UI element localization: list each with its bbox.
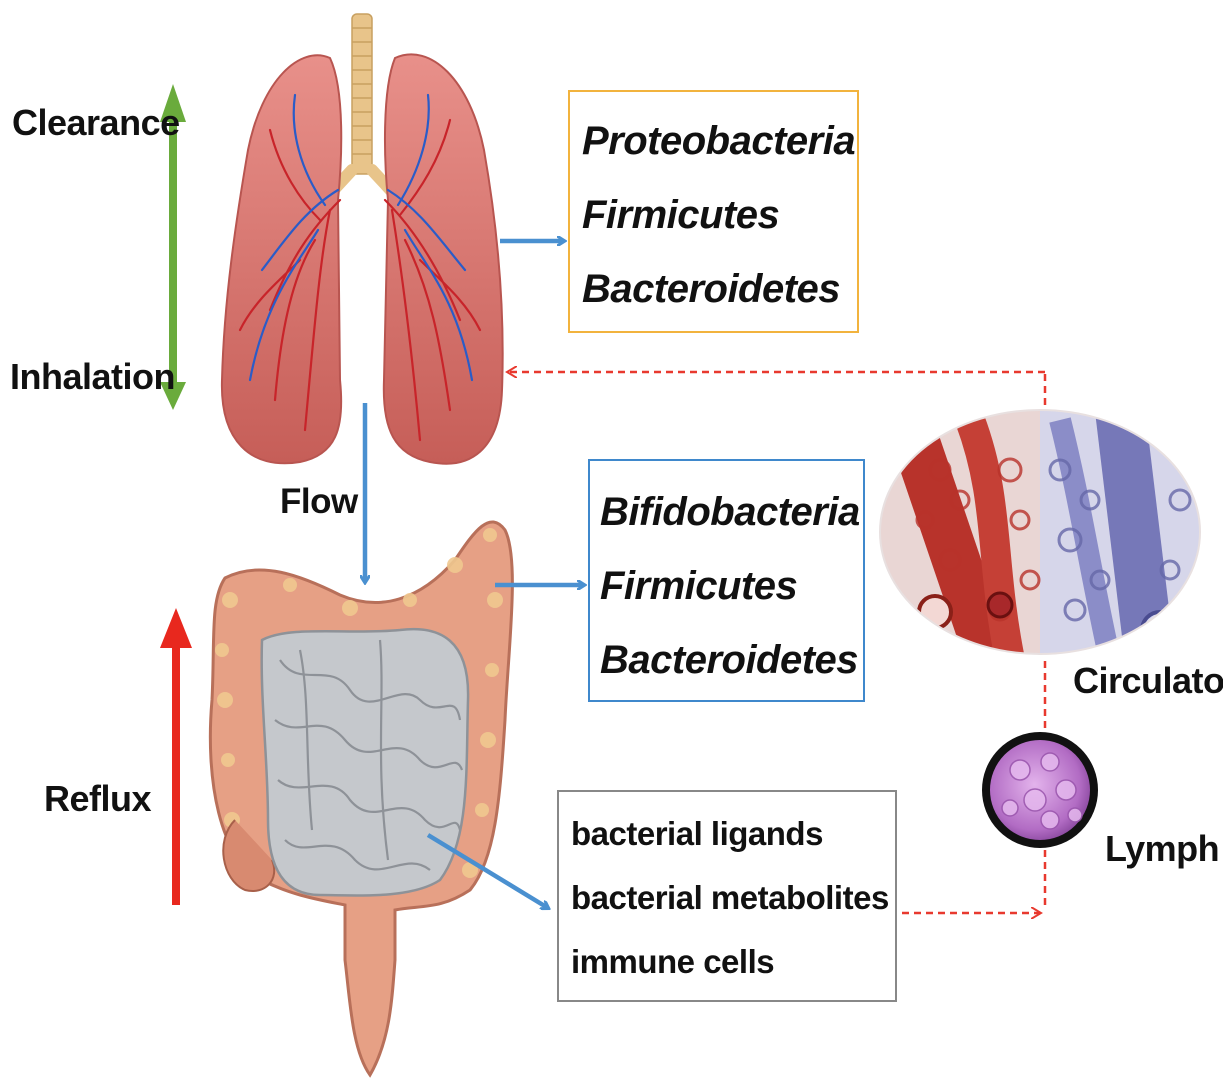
- lung-microbiota-box: Proteobacteria Firmicutes Bacteroidetes: [568, 90, 859, 333]
- lungs-illustration: [222, 14, 503, 464]
- gut-product: immune cells: [571, 930, 895, 994]
- lymph-label: Lymph: [1105, 828, 1219, 870]
- gut-taxon: Firmicutes: [600, 549, 863, 623]
- trachea: [352, 14, 372, 174]
- gut-product: bacterial metabolites: [571, 866, 895, 930]
- gut-product: bacterial ligands: [571, 802, 895, 866]
- capillary-bed-illustration: [880, 410, 1200, 660]
- gut-taxon: Bifidobacteria: [600, 475, 863, 549]
- flow-label: Flow: [280, 482, 358, 522]
- intestine-illustration: [210, 522, 512, 1075]
- circulation-label: Circulaton: [1073, 660, 1223, 702]
- right-lung: [384, 54, 503, 463]
- lung-taxon: Proteobacteria: [582, 104, 857, 178]
- gut-microbiota-box: Bifidobacteria Firmicutes Bacteroidetes: [588, 459, 865, 702]
- clearance-label: Clearance: [12, 102, 180, 144]
- lymph-node-illustration: [986, 736, 1094, 844]
- left-lung: [222, 55, 341, 463]
- small-intestine: [262, 629, 468, 895]
- reflux-label: Reflux: [44, 778, 151, 820]
- lung-taxon: Firmicutes: [582, 178, 857, 252]
- lung-taxon: Bacteroidetes: [582, 252, 857, 326]
- gut-products-box: bacterial ligands bacterial metabolites …: [557, 790, 897, 1002]
- inhalation-label: Inhalation: [10, 356, 175, 398]
- gut-taxon: Bacteroidetes: [600, 623, 863, 697]
- reflux-arrow: [160, 608, 192, 905]
